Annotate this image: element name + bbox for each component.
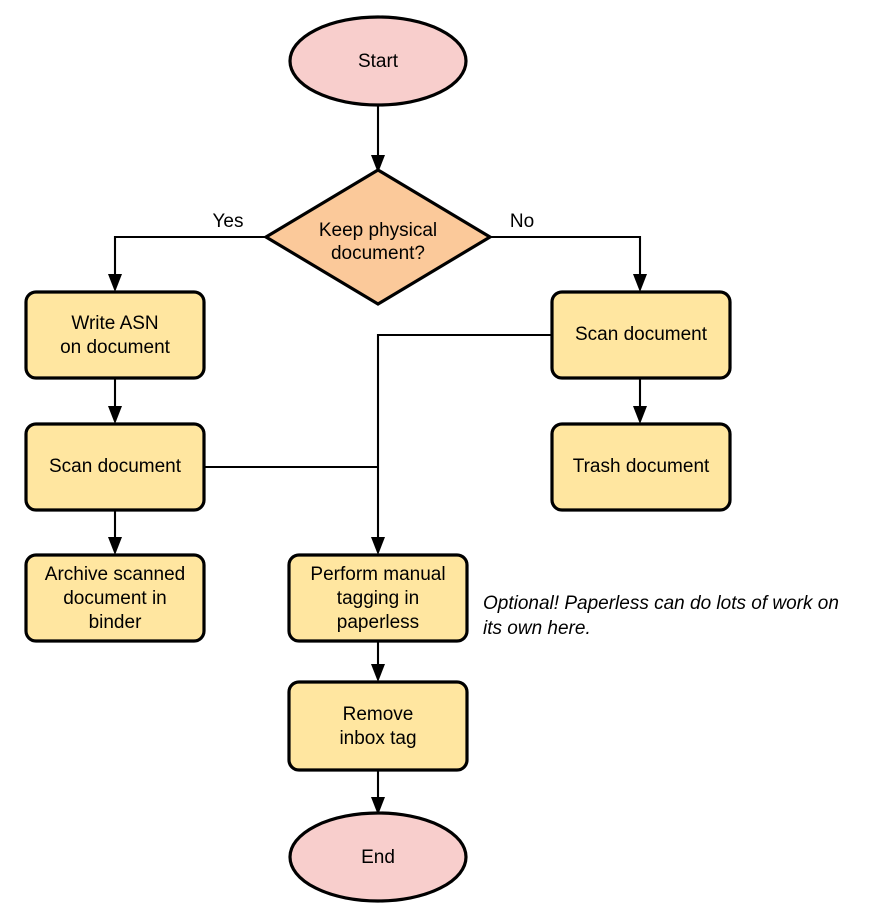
tagging-box[interactable] bbox=[287, 553, 469, 643]
node-remove-inbox-tag[interactable]: Remove inbox tag bbox=[287, 680, 469, 772]
tagging-label-line1: Perform manual bbox=[310, 564, 445, 585]
node-scan-document-left[interactable]: Scan document bbox=[24, 422, 206, 512]
archive-label-line3: binder bbox=[89, 612, 142, 633]
node-perform-manual-tagging[interactable]: Perform manual tagging in paperless bbox=[287, 553, 469, 643]
archive-box[interactable] bbox=[24, 553, 206, 643]
arrow-head-decision-yes bbox=[108, 274, 122, 292]
edge-remove-inbox-to-end bbox=[371, 770, 385, 815]
scan-document-left-label: Scan document bbox=[49, 456, 182, 477]
node-decision-keep-physical-document[interactable]: Keep physical document? bbox=[262, 168, 494, 306]
node-write-asn-on-document[interactable]: Write ASN on document bbox=[24, 290, 206, 380]
edge-line-scanright-tagging bbox=[376, 333, 552, 543]
annotation-line2: its own here. bbox=[483, 618, 591, 639]
decision-diamond[interactable] bbox=[262, 168, 494, 306]
node-trash-document[interactable]: Trash document bbox=[550, 422, 732, 512]
node-start[interactable]: Start bbox=[288, 15, 468, 107]
arrow-head-scanleft-archive bbox=[108, 537, 122, 555]
scan-document-right-label: Scan document bbox=[575, 324, 708, 345]
edge-scan-right-to-tagging bbox=[371, 333, 552, 555]
remove-inbox-label-line2: inbox tag bbox=[339, 728, 416, 749]
end-ellipse[interactable] bbox=[288, 811, 468, 903]
arrow-head-tagging-removeinbox bbox=[371, 664, 385, 682]
trash-document-label: Trash document bbox=[573, 456, 710, 477]
edge-scan-right-to-trash bbox=[633, 378, 647, 424]
write-asn-label-line1: Write ASN bbox=[71, 313, 158, 334]
arrow-head-writeasn-scanleft bbox=[108, 406, 122, 424]
remove-inbox-box[interactable] bbox=[287, 680, 469, 772]
arrow-head-start-decision bbox=[371, 155, 385, 173]
edge-write-asn-to-scan-left bbox=[108, 378, 122, 424]
end-label: End bbox=[361, 847, 395, 868]
archive-label-line1: Archive scanned bbox=[45, 564, 185, 585]
node-end[interactable]: End bbox=[288, 811, 468, 903]
arrow-head-decision-no bbox=[633, 274, 647, 292]
arrow-head-scanright-tagging bbox=[371, 537, 385, 555]
tagging-label-line3: paperless bbox=[337, 612, 419, 633]
annotation-line1: Optional! Paperless can do lots of work … bbox=[483, 593, 839, 614]
write-asn-label-line2: on document bbox=[60, 337, 171, 358]
node-archive-scanned-document[interactable]: Archive scanned document in binder bbox=[24, 553, 206, 643]
decision-label-line1: Keep physical bbox=[319, 220, 437, 241]
edge-line-decision-no bbox=[490, 235, 642, 280]
start-label: Start bbox=[358, 51, 399, 72]
trash-document-box[interactable] bbox=[550, 422, 732, 512]
archive-label-line2: document in bbox=[63, 588, 167, 609]
start-ellipse[interactable] bbox=[288, 15, 468, 107]
arrow-head-scanright-trash bbox=[633, 406, 647, 424]
tagging-label-line2: tagging in bbox=[337, 588, 419, 609]
edge-line-decision-yes bbox=[113, 235, 266, 280]
node-scan-document-right[interactable]: Scan document bbox=[550, 290, 732, 380]
arrow-head-removeinbox-end bbox=[371, 797, 385, 815]
edge-label-yes: Yes bbox=[213, 211, 244, 232]
annotation-optional-note: Optional! Paperless can do lots of work … bbox=[483, 593, 839, 639]
scan-document-left-box[interactable] bbox=[24, 422, 206, 512]
edge-tagging-to-remove-inbox bbox=[371, 641, 385, 682]
edge-scan-left-to-archive bbox=[108, 510, 122, 555]
write-asn-box[interactable] bbox=[24, 290, 206, 380]
scan-document-right-box[interactable] bbox=[550, 290, 732, 380]
edge-start-to-decision bbox=[371, 101, 385, 173]
decision-label-line2: document? bbox=[331, 243, 425, 264]
remove-inbox-label-line1: Remove bbox=[343, 704, 414, 725]
edge-label-no: No bbox=[510, 211, 534, 232]
edge-decision-yes bbox=[108, 235, 266, 292]
edge-decision-no bbox=[490, 235, 647, 292]
